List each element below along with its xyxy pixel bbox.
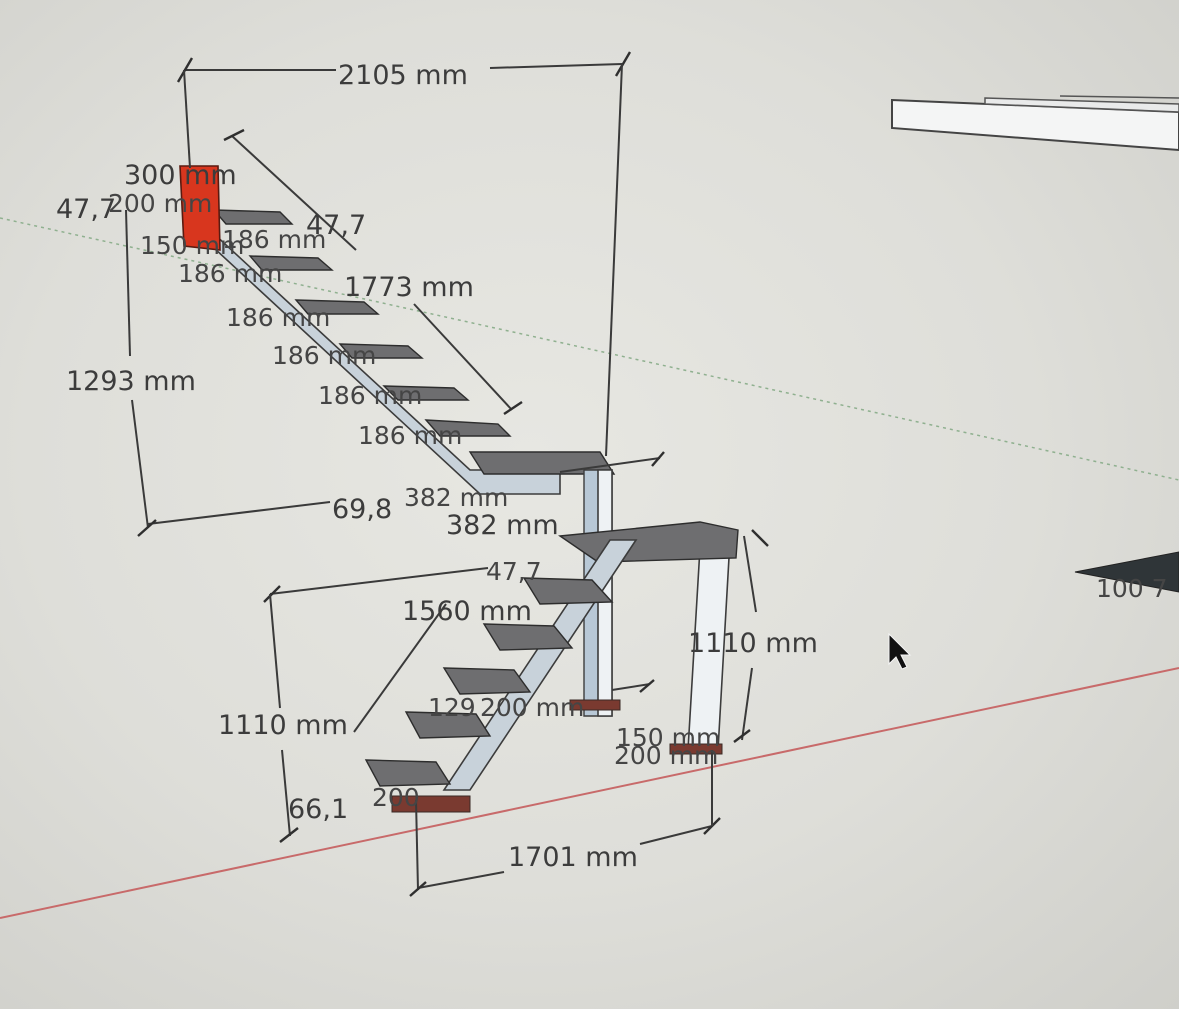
dimension-post-plate-b: 200 mm (614, 741, 718, 770)
dimension-total-width: 2105 mm (338, 60, 468, 91)
dimension-diagonal-length: 1773 mm (344, 272, 474, 303)
dimension-angle-top: 47,7 (306, 210, 366, 241)
dimension-step-rise-a: 186 mm (178, 259, 282, 288)
dimension-step-rise: 186 mm (222, 225, 326, 254)
dimension-angle-low: 69,8 (332, 494, 392, 525)
dimension-base-length: 1701 mm (508, 842, 638, 873)
post-base-plate-right (669, 743, 723, 755)
dimension-upper-height: 1293 mm (66, 366, 196, 397)
post-base-plate-left (569, 699, 621, 711)
dimension-post-height: 1110 mm (688, 628, 818, 659)
dimension-tread-depth-2: 200 mm (108, 189, 212, 218)
dimension-landing-width: 382 mm (404, 483, 508, 512)
dimension-base-label: 200 (372, 783, 420, 812)
dimension-lower-run: 1560 mm (402, 596, 532, 627)
lower-base-plate (391, 795, 471, 813)
dimension-step-rise-2: 150 mm (140, 231, 244, 260)
red-axis-line (0, 667, 1179, 919)
dimension-step-rise-b: 186 mm (226, 303, 330, 332)
dimension-mid-label-b: 200 mm (480, 693, 584, 722)
dimension-step-rise-e: 186 mm (358, 421, 462, 450)
dimension-lower-height: 1110 mm (218, 710, 348, 741)
dimension-post-plate-a: 150 mm (616, 723, 720, 752)
upper-stringer[interactable] (183, 213, 561, 495)
dimension-angle-left: 47,7 (56, 194, 116, 225)
dimension-step-rise-c: 186 mm (272, 341, 376, 370)
dimension-fragment-right: 100 7 (1096, 574, 1168, 603)
lower-treads[interactable] (364, 577, 614, 787)
dimension-labels: 2105 mm 1293 mm 1773 mm 1560 mm 1110 mm … (56, 60, 818, 873)
dimension-angle-base: 66,1 (288, 794, 348, 825)
dimension-landing-width-2: 382 mm (446, 510, 559, 541)
other-model-right-edge[interactable]: 100 7 (1074, 551, 1179, 603)
dimension-lines (125, 51, 769, 897)
dimension-tread-depth: 300 mm (124, 160, 237, 191)
top-landing-post[interactable] (179, 165, 221, 251)
dimension-angle-mid: 47,7 (486, 557, 542, 586)
dimension-mid-label-a: 129 (428, 693, 476, 722)
dimension-step-rise-d: 186 mm (318, 381, 422, 410)
mouse-pointer-icon (888, 632, 912, 670)
green-axis-line (0, 217, 1179, 481)
other-model-top-right[interactable] (891, 95, 1179, 152)
